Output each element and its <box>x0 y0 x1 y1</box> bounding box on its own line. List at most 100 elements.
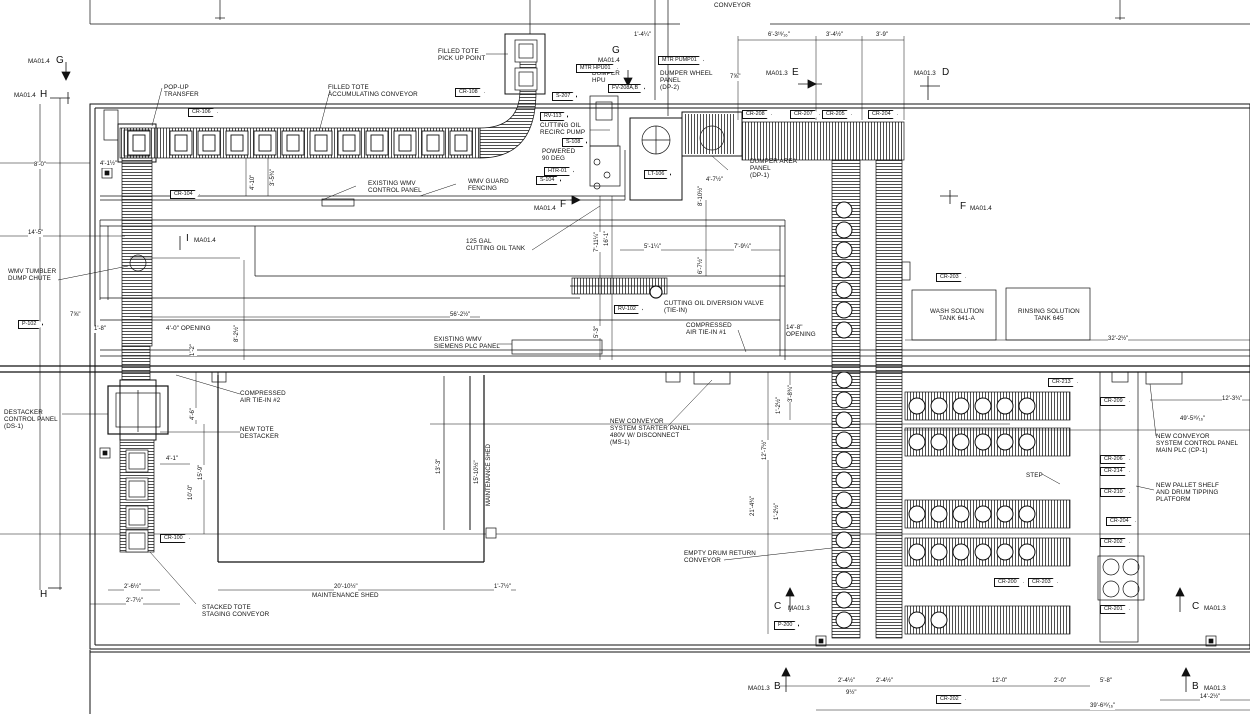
dim-8-10: 8'-10½" <box>698 185 705 206</box>
dumper-area-panel-label: DUMPER AREA PANEL (DP-1) <box>750 158 797 179</box>
dim-7-8: 7⅝" <box>730 74 741 81</box>
tag-cr213: CR-213 <box>1048 378 1078 387</box>
wmv-tumbler-label: WMV TUMBLER DUMP CHUTE <box>8 268 57 282</box>
ref-d: D <box>942 67 950 78</box>
ref-ma013-d: MA01.3 <box>914 70 936 77</box>
tag-mtr-pump01: MTR PUMP01 <box>658 56 704 65</box>
dim-5-8: 5'-8" <box>1100 678 1112 685</box>
opening-4-label: 4'-0" OPENING <box>166 325 211 332</box>
diversion-valve-label: CUTTING OIL DIVERSION VALVE (TIE-IN) <box>664 300 764 314</box>
ref-f-right: F <box>960 201 967 212</box>
dim-6-7: 6'-7½" <box>698 257 705 274</box>
tag-p200: P-200 <box>774 621 799 630</box>
dim-3-4: 3'-4½" <box>826 32 843 39</box>
wmv-guard-label: WMV GUARD FENCING <box>468 178 509 192</box>
pop-up-transfer-label: POP-UP TRANSFER <box>164 84 199 98</box>
tag-cr214: CR-214 <box>1100 467 1130 476</box>
dim-21-4: 21'-4¾" <box>750 495 757 516</box>
drums-left <box>835 201 853 629</box>
compressed-air-1-label: COMPRESSED AIR TIE-IN #1 <box>686 322 732 336</box>
ref-ma014-g: MA01.4 <box>28 58 50 65</box>
ref-ma014-f: MA01.4 <box>534 205 556 212</box>
tag-rv113: RV-113 <box>540 112 568 121</box>
wmv-fencing <box>99 150 1250 360</box>
drums-right <box>908 397 1036 629</box>
wash-tank-label: WASH SOLUTION TANK 641-A <box>930 308 984 322</box>
tag-cr200: CR-200 <box>994 578 1024 587</box>
ref-ma013-c: MA01.3 <box>788 605 810 612</box>
cutting-oil-pump-label: CUTTING OIL RECIRC PUMP <box>540 122 586 136</box>
leader-lines <box>57 53 1157 605</box>
dim-49-5: 49'-5¹⁶⁄₁₆" <box>1180 416 1206 423</box>
dim-8-2: 8'-2½" <box>234 325 241 342</box>
tag-cr208: CR-208 <box>742 110 772 119</box>
tag-cr207: CR-207 <box>790 110 820 119</box>
dim-2-7: 2'-7½" <box>126 598 143 605</box>
ref-e: E <box>792 67 799 78</box>
dim-1-2b: 1'-2½" <box>776 397 783 414</box>
dim-2-6: 2'-6½" <box>124 584 141 591</box>
dim-8-0: 8'-0" <box>34 162 46 169</box>
control-panel-cp1-label: NEW CONVEYOR SYSTEM CONTROL PANEL MAIN P… <box>1156 433 1239 454</box>
ref-ma013-b2: MA01.3 <box>1204 685 1226 692</box>
maintenance-shed-label: MAINTENANCE SHED <box>312 592 379 599</box>
dim-1-8: 1'-8" <box>94 326 106 333</box>
dim-7-9: 7'-9¼" <box>734 244 751 251</box>
ref-ma013-c2: MA01.3 <box>1204 605 1226 612</box>
dim-7-11: 7'-11¼" <box>594 232 601 252</box>
ref-f-left: F <box>560 199 567 210</box>
ref-h-top: H <box>40 89 48 100</box>
tag-htr01: HTR-01 <box>544 167 574 176</box>
dim-2-4: 2'-4½" <box>838 678 855 685</box>
rinse-tank-label: RINSING SOLUTION TANK 645 <box>1018 308 1080 322</box>
cutting-oil-tank-label: 125 gal CUTTING OIL TANK <box>466 238 526 252</box>
ref-b-left: B <box>774 681 781 692</box>
grid-lines <box>0 98 1250 590</box>
dim-16-1: 16'-1" <box>604 230 611 246</box>
dumper-equipment <box>589 95 905 201</box>
maintenance-shed-vertical-label: MAINTENANCE SHED <box>486 443 493 506</box>
dim-4-1: 4'-1" <box>166 456 178 463</box>
dumper-hpu-label: DUMPER HPU <box>592 70 620 84</box>
dim-1-7: 1'-7½" <box>494 584 511 591</box>
dim-3-5: 3'-5¾" <box>270 169 277 186</box>
tag-p102: P-102 <box>18 320 43 329</box>
pallet-shelf-label: NEW PALLET SHELF AND DRUM TIPPING PLATFO… <box>1156 482 1219 503</box>
dim-14-5: 14'-5" <box>28 230 44 237</box>
powered-90-label: POWERED 90 DEG <box>542 148 576 162</box>
section-markers <box>48 62 1191 692</box>
dim-13-3: 13'-3" <box>436 458 443 474</box>
tag-cr203b: CR-203 <box>1028 578 1058 587</box>
dim-1-2c: 1'-2½" <box>774 503 781 520</box>
opening-14-label: 14'-8" OPENING <box>786 324 816 338</box>
dim-9: 9½" <box>846 690 857 697</box>
dim-6-3: 6'-3¹⁶⁄₁₆" <box>768 32 790 39</box>
tag-cr206: CR-206 <box>1100 455 1130 464</box>
ref-ma014-g2: MA01.4 <box>598 57 620 64</box>
dim-1-2: 1'-2" <box>190 344 197 356</box>
tag-cr210: CR-210 <box>1100 488 1130 497</box>
tag-mtr-hpu01: MTR HPU01 <box>576 64 618 73</box>
ref-i: I <box>186 233 189 244</box>
dim-56-2: 56'-2½" <box>450 312 471 319</box>
ref-g-left: G <box>56 55 64 66</box>
tag-cr104: CR-104 <box>170 190 200 199</box>
conveyor-label: CONVEYOR <box>714 2 751 9</box>
starter-panel-label: NEW CONVEYOR SYSTEM STARTER PANEL 480V W… <box>610 418 691 446</box>
ref-b-right: B <box>1192 681 1199 692</box>
ref-c-right: C <box>1192 601 1200 612</box>
drum-conveyors <box>831 159 1145 643</box>
empty-drum-return-label: EMPTY DRUM RETURN CONVEYOR <box>684 550 756 564</box>
tag-cr209: CR-209 <box>1100 397 1130 406</box>
destacker-panel-label: DESTACKER CONTROL PANEL (DS-1) <box>4 409 58 430</box>
ref-ma014-i: MA01.4 <box>194 237 216 244</box>
new-tote-destacker-label: NEW TOTE DESTACKER <box>240 426 279 440</box>
tag-s104: S-104 <box>536 176 561 185</box>
top-frame <box>89 0 1250 116</box>
dim-12-7: 12'-7½" <box>762 439 769 460</box>
dim-14-2: 14'-2½" <box>1200 694 1221 701</box>
dim-15-9: 15'-9" <box>198 464 205 480</box>
tag-cr203: CR-203 <box>936 273 966 282</box>
dim-20-10: 20'-10½" <box>334 584 358 591</box>
ref-g-top: G <box>612 45 620 56</box>
